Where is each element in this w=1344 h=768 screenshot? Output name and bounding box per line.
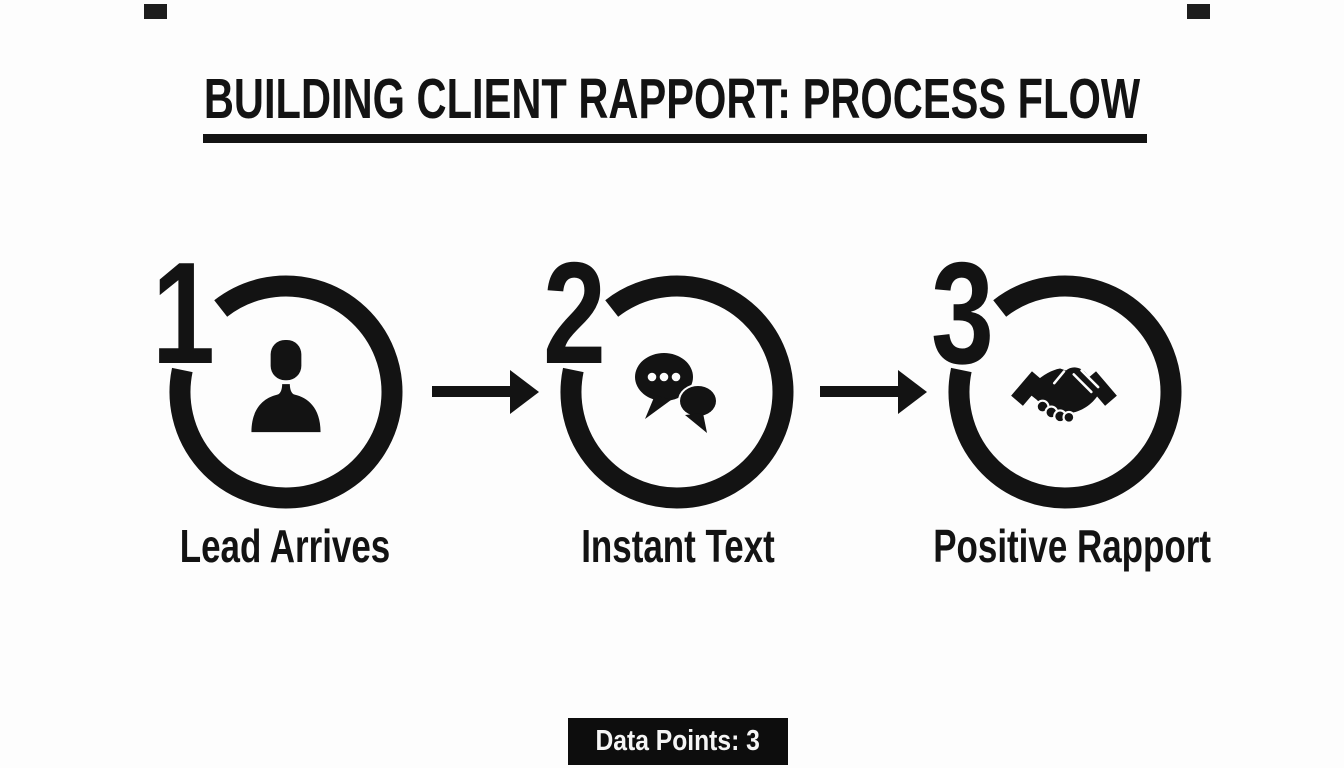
edge-artifact-right bbox=[1187, 4, 1210, 19]
arrow-head bbox=[898, 370, 927, 414]
flow-arrow-1 bbox=[432, 370, 540, 414]
edge-artifact-left bbox=[144, 4, 167, 19]
step-1-ring bbox=[169, 275, 403, 509]
title-underline bbox=[203, 134, 1147, 143]
step-3-label: Positive Rapport bbox=[933, 520, 1211, 572]
page-title: BUILDING CLIENT RAPPORT: PROCESS FLOW bbox=[203, 67, 1141, 131]
step-2-ring bbox=[560, 275, 794, 509]
flow-arrow-2 bbox=[820, 370, 928, 414]
arrow-shaft bbox=[432, 386, 512, 397]
step-1-lead-arrives: 1 bbox=[152, 241, 416, 522]
step-3-positive-rapport: 3 bbox=[931, 241, 1195, 522]
arrow-shaft bbox=[820, 386, 900, 397]
person-icon bbox=[251, 339, 321, 433]
step-3-number: 3 bbox=[931, 232, 994, 394]
step-1-label: Lead Arrives bbox=[179, 520, 391, 572]
step-3-ring bbox=[948, 275, 1182, 509]
step-2-label: Instant Text bbox=[581, 520, 775, 572]
data-points-badge: Data Points: 3 bbox=[568, 718, 788, 765]
step-1-number: 1 bbox=[152, 232, 215, 394]
handshake-icon bbox=[1008, 367, 1120, 424]
chat-bubbles-icon bbox=[635, 353, 718, 439]
data-points-badge-label: Data Points: 3 bbox=[595, 725, 761, 757]
arrow-head bbox=[510, 370, 539, 414]
step-2-instant-text: 2 bbox=[543, 241, 807, 522]
step-2-number: 2 bbox=[543, 232, 606, 394]
